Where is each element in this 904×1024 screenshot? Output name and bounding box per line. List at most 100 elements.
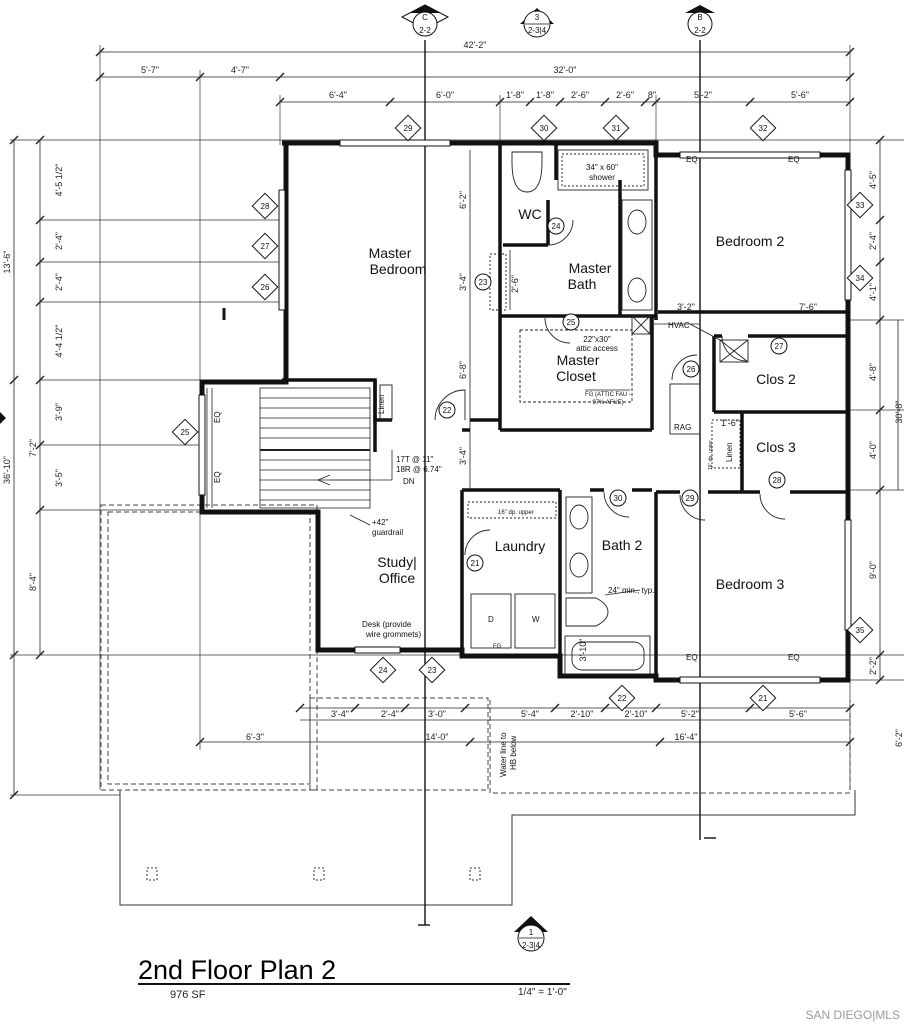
dim-interior: 7'-6" (799, 302, 817, 312)
dim-bottom: 2'-10" (571, 709, 594, 719)
dim-top: 6'-0" (436, 90, 454, 100)
note-eq: EQ (788, 653, 800, 662)
tag-diamond: 22 (608, 684, 636, 712)
tag-diamond: 24 (369, 656, 397, 684)
dim-top: 2'-6" (571, 90, 589, 100)
dim-left: 4'-5 1/2" (54, 164, 64, 197)
tag-circle: 23 (474, 273, 492, 291)
svg-text:21: 21 (759, 694, 768, 703)
section-marker-b: B 2-2 (685, 5, 715, 37)
svg-text:29: 29 (404, 124, 413, 133)
tag-diamond: 30 (530, 114, 558, 142)
note-rag: RAG (674, 423, 691, 432)
tag-circle: 24 (547, 217, 565, 235)
tag-circle: 28 (768, 471, 786, 489)
svg-text:23: 23 (428, 666, 437, 675)
tag-diamond: 23 (418, 656, 446, 684)
dim-right: 2'-2" (868, 657, 878, 675)
dim-bottom: 6'-3" (246, 732, 264, 742)
dim-right: 30'-8" (894, 401, 904, 424)
tag-diamond: 32 (749, 114, 777, 142)
door-swings (434, 219, 786, 556)
dim-bottom: 3'-4" (331, 709, 349, 719)
dim-right: 4'-1" (868, 283, 878, 301)
dim-left: 4'-4 1/2" (54, 325, 64, 358)
section-marker-c: C 2-2 (400, 4, 450, 37)
dim-overall-width: 42'-2" (464, 40, 487, 50)
tag-diamond: 27 (251, 232, 279, 260)
note-stairs-dn: DN (403, 477, 415, 486)
section-letter: B (697, 13, 702, 22)
tag-circle: 22 (438, 401, 456, 419)
dim-bottom: 5'-4" (521, 709, 539, 719)
note-hvac: HVAC (668, 321, 690, 330)
tag-diamond: 29 (394, 114, 422, 142)
note-min: 24" min., typ. (608, 586, 654, 595)
dim-bottom: 2'-4" (381, 709, 399, 719)
svg-text:28: 28 (261, 202, 270, 211)
svg-text:31: 31 (612, 124, 621, 133)
section-sheet: 2-2 (694, 26, 706, 35)
title-block: 2nd Floor Plan 2 976 SF 1/4" = 1'-0" (138, 955, 570, 1001)
dim-interior: 6'-8" (458, 361, 468, 379)
dim-bottom: 14'-0" (426, 732, 449, 742)
plan-scale: 1/4" = 1'-0" (518, 987, 567, 998)
deck-outlines (100, 504, 851, 794)
svg-text:34: 34 (856, 274, 865, 283)
inner-walls (282, 145, 848, 680)
dimension-ticks (9, 47, 885, 800)
dim-right: 2'-4" (868, 232, 878, 250)
svg-text:32: 32 (759, 124, 768, 133)
section-sheet: 2-3|4 (528, 26, 547, 35)
note-fau: 97% AFUE) (592, 400, 623, 406)
note-stairs: 17T @ 11" (396, 455, 434, 464)
svg-text:24: 24 (552, 222, 561, 231)
dim-right: 4'-0" (868, 441, 878, 459)
note-attic: 22"x30" (583, 335, 611, 344)
note-washer: W (532, 615, 540, 624)
dim-interior: 1'-6" (721, 418, 739, 428)
dim-overall-depth: 36'-10" (2, 456, 12, 484)
dim-right: 4'-8" (868, 363, 878, 381)
dim-bottom: 16'-4" (675, 732, 698, 742)
plan-area: 976 SF (170, 989, 206, 1001)
tag-circle: 26 (682, 360, 700, 378)
note-desk: wire grommets) (365, 630, 421, 639)
tag-diamond: 33 (846, 191, 874, 219)
svg-text:26: 26 (687, 365, 696, 374)
roof-outline (119, 790, 856, 906)
watermark: SAN DIEGO|MLS (806, 1008, 900, 1022)
tag-diamond: 34 (846, 264, 874, 292)
note-stairs: 18R @ 6.74" (396, 465, 442, 474)
dim-left: 3'-9" (54, 403, 64, 421)
svg-text:22: 22 (443, 406, 452, 415)
dimension-lines (13, 51, 899, 795)
note-shower: 34" x 60" (586, 163, 618, 172)
svg-text:25: 25 (567, 318, 576, 327)
note-eq: EQ (686, 653, 698, 662)
misc-marks (349, 323, 721, 596)
svg-text:26: 26 (261, 283, 270, 292)
room-master-bedroom: Bedroom (370, 261, 427, 277)
dim-interior: 6'-2" (458, 191, 468, 209)
dim-right: 4'-5" (868, 171, 878, 189)
room-master-bedroom: Master (369, 245, 412, 261)
svg-text:33: 33 (856, 201, 865, 210)
room-labels: Master Bedroom WC Master Bath Bedroom 2 … (369, 206, 796, 592)
note-fau: FG (ATTIC FAU - (585, 392, 631, 398)
note-water: HB below (509, 736, 518, 770)
tag-circle: 29 (681, 489, 699, 507)
dim-top: 32'-0" (554, 65, 577, 75)
tag-diamond: 21 (749, 684, 777, 712)
tag-diamond: 31 (602, 114, 630, 142)
dim-left: 3'-5" (54, 469, 64, 487)
section-number: 3 (535, 13, 540, 22)
dim-top: 8" (648, 90, 656, 100)
dim-left: 13'-6" (2, 251, 12, 274)
note-shower: shower (589, 173, 615, 182)
dim-bottom: 3'-0" (428, 709, 446, 719)
svg-text:27: 27 (261, 242, 270, 251)
plan-notes: 34" x 60" shower 22"x30" attic access FG… (213, 155, 800, 777)
svg-text:25: 25 (181, 428, 190, 437)
